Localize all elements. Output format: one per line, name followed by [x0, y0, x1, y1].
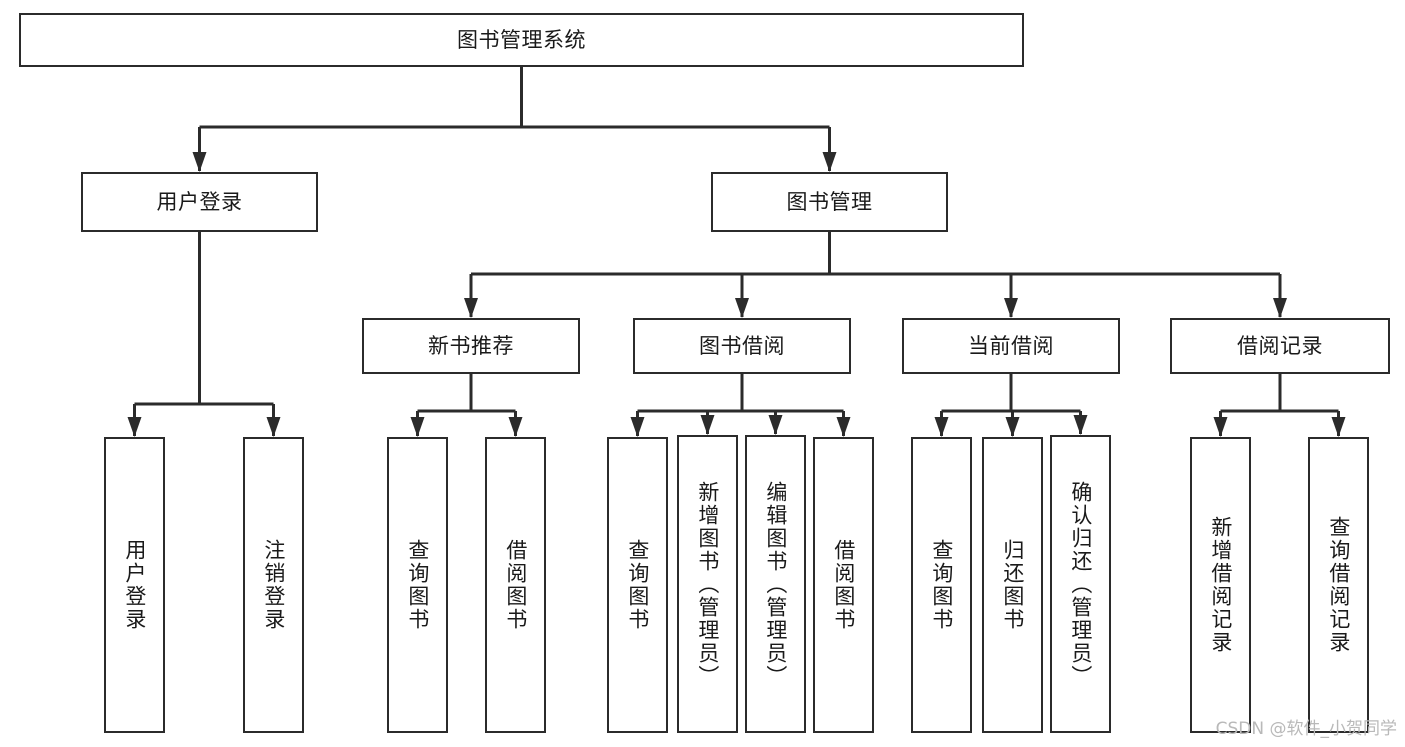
node-leaf-edit-book[interactable]: 编辑图书（管理员）: [745, 435, 806, 733]
node-label: 用户登录: [156, 189, 243, 214]
node-label: 借阅记录: [1237, 333, 1323, 358]
node-user-login[interactable]: 用户登录: [81, 172, 318, 232]
node-label: 注销登录: [261, 539, 286, 631]
node-label: 图书管理系统: [457, 27, 586, 52]
node-label: 归还图书: [1000, 539, 1025, 631]
node-leaf-confirm-return[interactable]: 确认归还（管理员）: [1050, 435, 1111, 733]
node-label: 用户登录: [122, 539, 147, 631]
node-leaf-borrow-book-1[interactable]: 借阅图书: [485, 437, 546, 733]
node-book-manage[interactable]: 图书管理: [711, 172, 948, 232]
node-leaf-add-book[interactable]: 新增图书（管理员）: [677, 435, 738, 733]
node-label: 借阅图书: [503, 539, 528, 631]
connector-arrowhead: [822, 152, 837, 172]
node-label: 新书推荐: [428, 333, 514, 358]
node-label: 编辑图书（管理员）: [763, 480, 788, 688]
connector-arrowhead: [700, 415, 715, 435]
node-label: 当前借阅: [968, 333, 1054, 358]
node-label: 查询图书: [625, 539, 650, 631]
connector-arrowhead: [464, 298, 478, 318]
connector-arrowhead: [1005, 417, 1020, 437]
node-leaf-return-book[interactable]: 归还图书: [982, 437, 1043, 733]
node-label: 确认归还（管理员）: [1068, 480, 1093, 688]
connector-arrowhead: [630, 417, 645, 437]
node-book-borrow[interactable]: 图书借阅: [633, 318, 851, 374]
node-label: 图书管理: [786, 189, 873, 214]
node-current-borrow[interactable]: 当前借阅: [902, 318, 1120, 374]
node-leaf-logout[interactable]: 注销登录: [243, 437, 304, 733]
connector-arrowhead: [266, 417, 281, 437]
node-leaf-query-record[interactable]: 查询借阅记录: [1308, 437, 1369, 733]
connector-arrowhead: [768, 415, 783, 435]
node-label: 图书借阅: [699, 333, 785, 358]
connector-arrowhead: [127, 417, 142, 437]
node-label: 新增图书（管理员）: [695, 480, 720, 688]
node-label: 查询图书: [405, 539, 430, 631]
connector-arrowhead: [836, 417, 851, 437]
node-leaf-add-record[interactable]: 新增借阅记录: [1190, 437, 1251, 733]
node-label: 查询图书: [929, 539, 954, 631]
node-leaf-query-book-2[interactable]: 查询图书: [607, 437, 668, 733]
node-root[interactable]: 图书管理系统: [19, 13, 1024, 67]
node-leaf-user-login[interactable]: 用户登录: [104, 437, 165, 733]
connector-arrowhead: [735, 298, 749, 318]
connector-arrowhead: [1273, 298, 1287, 318]
connector-arrowhead: [1331, 417, 1346, 437]
node-label: 新增借阅记录: [1208, 516, 1233, 654]
node-leaf-borrow-book-2[interactable]: 借阅图书: [813, 437, 874, 733]
node-leaf-query-book-1[interactable]: 查询图书: [387, 437, 448, 733]
connector-arrowhead: [1213, 417, 1228, 437]
connector-arrowhead: [1004, 298, 1018, 318]
connector-arrowhead: [934, 417, 949, 437]
node-borrow-record[interactable]: 借阅记录: [1170, 318, 1390, 374]
connector-arrowhead: [192, 152, 207, 172]
connector-arrowhead: [1073, 415, 1088, 435]
node-label: 查询借阅记录: [1326, 516, 1351, 654]
node-leaf-query-book-3[interactable]: 查询图书: [911, 437, 972, 733]
node-label: 借阅图书: [831, 539, 856, 631]
node-new-book-recommendation[interactable]: 新书推荐: [362, 318, 580, 374]
connector-arrowhead: [410, 417, 425, 437]
connector-arrowhead: [508, 417, 523, 437]
